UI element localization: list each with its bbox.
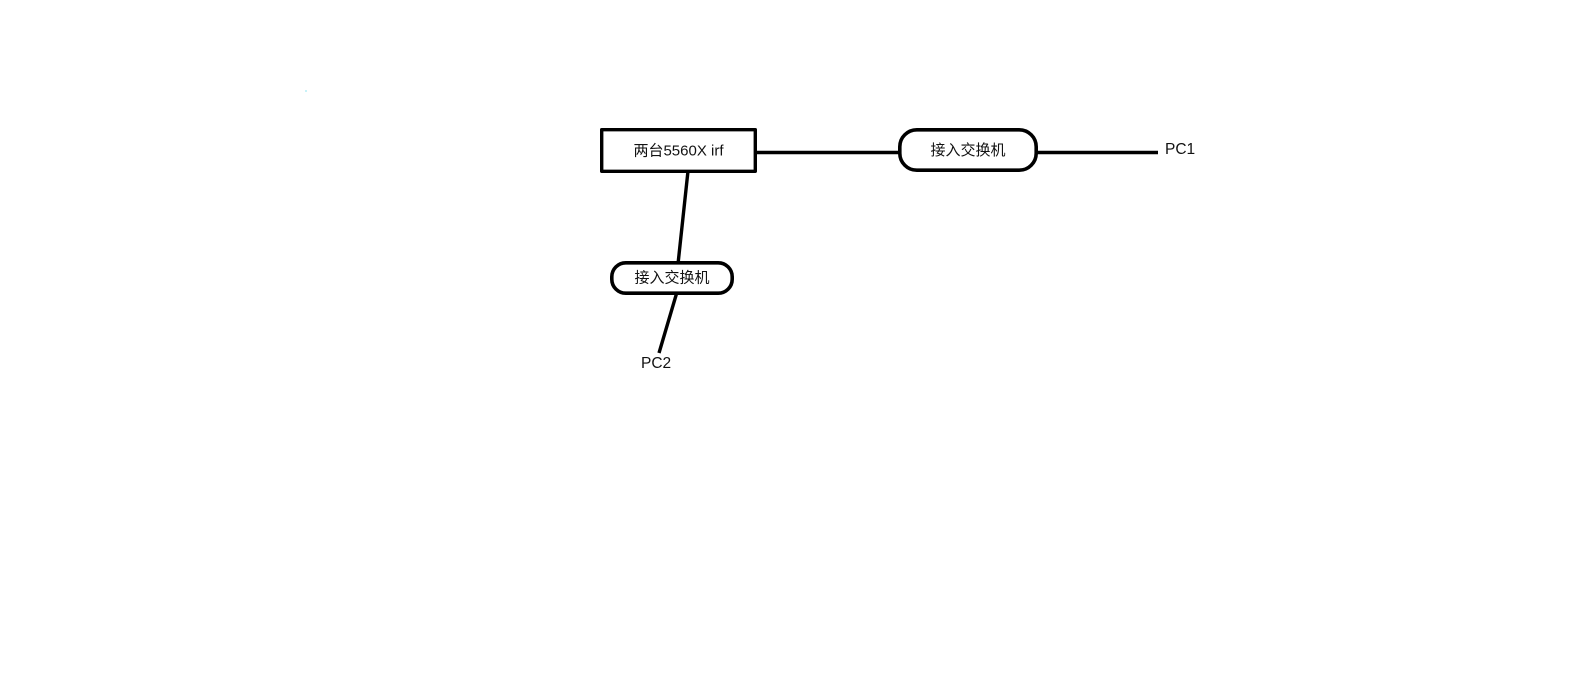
node-access-switch-bottom[interactable]: 接入交换机 (609, 260, 734, 295)
access-switch-right-label: 接入交换机 (930, 141, 1005, 159)
link-access-bottom-to-pc2[interactable] (657, 291, 679, 354)
node-layer: 两台5560X irf 接入交换机 接入交换机 (600, 127, 1038, 295)
endpoint-label-pc2: PC2 (641, 355, 671, 372)
link-layer (657, 150, 1158, 354)
node-core-irf-stack[interactable]: 两台5560X irf (600, 127, 758, 173)
access-switch-right-box[interactable] (897, 128, 1038, 173)
access-switch-bottom-box[interactable] (609, 260, 734, 295)
core-irf-stack-box[interactable] (600, 127, 758, 173)
core-irf-stack-label: 两台5560X irf (633, 142, 724, 159)
link-core-to-access-bottom[interactable] (676, 170, 690, 265)
endpoint-layer: PC1 PC2 (641, 141, 1195, 372)
access-switch-bottom-label: 接入交换机 (634, 268, 709, 286)
stray-pixel-artifact (305, 90, 307, 92)
endpoint-label-pc1: PC1 (1165, 141, 1195, 158)
node-access-switch-right[interactable]: 接入交换机 (897, 128, 1038, 173)
